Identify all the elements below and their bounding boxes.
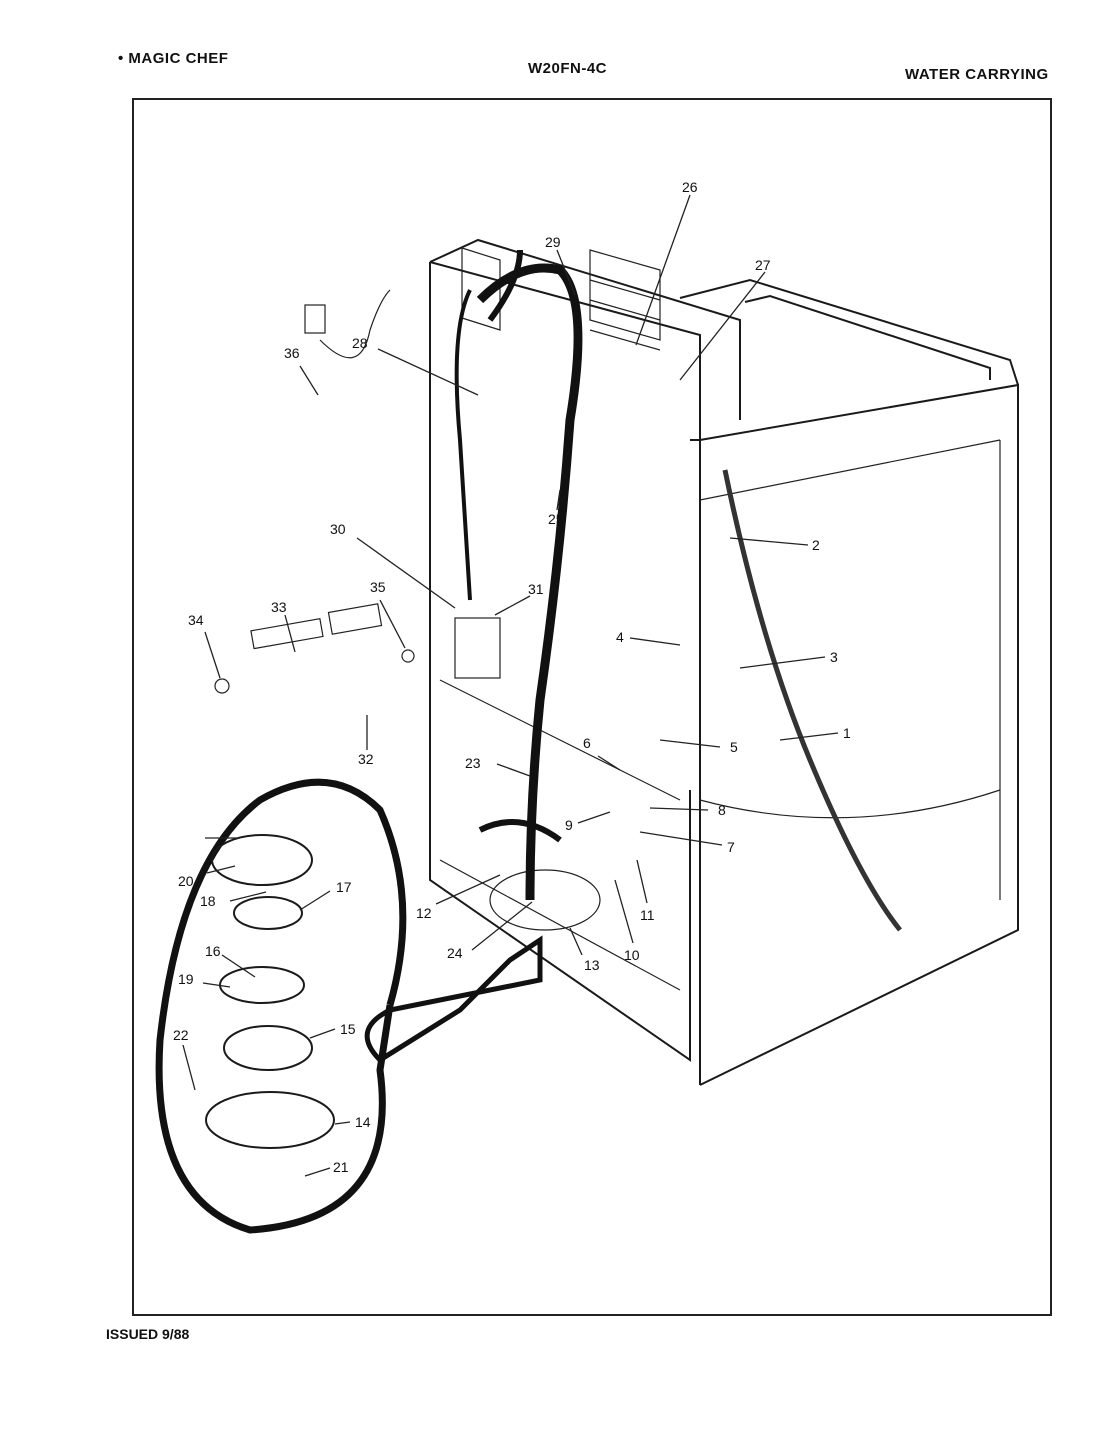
callout-18: 18: [200, 893, 216, 909]
callout-11: 11: [640, 907, 655, 923]
callout-14: 14: [355, 1114, 371, 1130]
inlet-hose-fitting: [214, 603, 501, 694]
callout-22: 22: [173, 1027, 189, 1043]
callout-29: 29: [545, 234, 561, 250]
callout-35: 35: [370, 579, 386, 595]
section-title: WATER CARRYING: [905, 66, 1049, 83]
callout-1: 1: [843, 725, 851, 741]
callout-26: 26: [682, 179, 698, 195]
callout-27: 27: [755, 257, 771, 273]
callout-23: 23: [465, 755, 481, 771]
callout-32: 32: [358, 751, 374, 767]
callout-9: 9: [565, 817, 573, 833]
leader-lines: [182, 194, 839, 1177]
callout-4: 4: [616, 629, 624, 645]
callout-6: 6: [583, 735, 591, 751]
callout-20: 20: [178, 873, 194, 889]
callout-2: 2: [812, 537, 820, 553]
callout-13: 13: [584, 957, 600, 973]
issued-date: ISSUED 9/88: [106, 1326, 190, 1342]
brand-label: • MAGIC CHEF: [118, 50, 229, 67]
callout-5: 5: [730, 739, 738, 755]
callout-31: 31: [528, 581, 544, 597]
callout-8: 8: [718, 802, 726, 818]
diagram-frame: [132, 98, 1052, 1316]
callout-7: 7: [727, 839, 735, 855]
callout-3: 3: [830, 649, 838, 665]
callout-30: 30: [330, 521, 346, 537]
callout-16: 16: [205, 943, 221, 959]
callout-21: 21: [333, 1159, 349, 1175]
callout-17: 17: [336, 879, 352, 895]
hoses: [454, 249, 902, 932]
callout-10: 10: [624, 947, 640, 963]
callout-19: 19: [178, 971, 194, 987]
pump-inset: [155, 778, 543, 1234]
callout-labels: 1 2 3 4 5 6 7 8 9 10 11 12 13 14 15 16 1…: [173, 179, 851, 1175]
callout-15: 15: [340, 1021, 356, 1037]
callout-24: 24: [447, 945, 463, 961]
model-number: W20FN-4C: [528, 60, 608, 77]
callout-25: 25: [548, 511, 564, 527]
callout-36: 36: [284, 345, 300, 361]
washer-cabinet: [429, 238, 1019, 1086]
callout-28: 28: [352, 335, 368, 351]
callout-12: 12: [416, 905, 432, 921]
callout-34: 34: [188, 612, 204, 628]
callout-33: 33: [271, 599, 287, 615]
power-cord: [304, 289, 391, 359]
